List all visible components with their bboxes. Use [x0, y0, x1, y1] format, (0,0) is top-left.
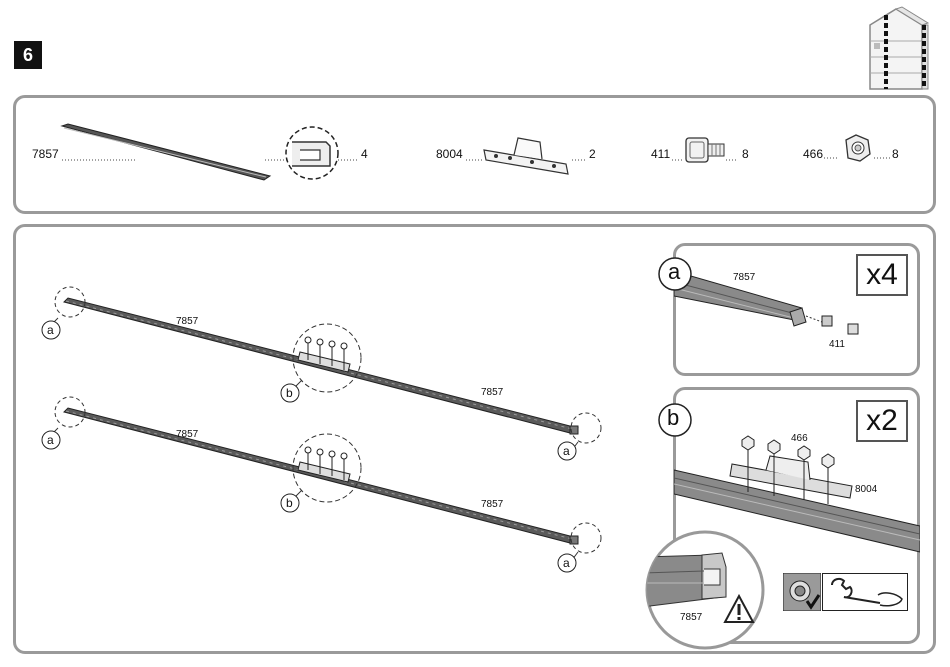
detail-b-nut-code: 466	[791, 434, 808, 444]
detail-a-letter: a	[668, 259, 680, 285]
rail-upper-left-label: 7857	[176, 317, 198, 327]
callout-a: a	[47, 323, 54, 337]
callout-b: b	[286, 496, 293, 510]
detail-b-plate-code: 8004	[855, 485, 877, 495]
rail-lower-right-label: 7857	[481, 500, 503, 510]
rail-end-inset	[642, 527, 768, 653]
part-plate-qty: 2	[589, 148, 596, 160]
callout-a: a	[563, 444, 570, 458]
detail-b-multiplier: x2	[856, 400, 908, 442]
nut-icon	[824, 132, 892, 174]
callout-a: a	[47, 433, 54, 447]
bolt-icon	[672, 134, 740, 174]
detail-a-multiplier: x4	[856, 254, 908, 296]
callout-b: b	[286, 386, 293, 400]
part-rail-qty: 4	[361, 148, 368, 160]
inset-rail-code: 7857	[680, 613, 702, 623]
part-bolt-qty: 8	[742, 148, 749, 160]
rail-lower-left-label: 7857	[176, 430, 198, 440]
house-thumbnail-icon	[866, 5, 936, 93]
detail-a-drawing	[674, 268, 874, 348]
detail-a-rail-code: 7857	[733, 273, 755, 283]
step-number: 6	[14, 41, 42, 69]
part-plate-code: 8004	[436, 148, 463, 160]
part-rail-drawing	[30, 120, 360, 190]
part-nut-code: 466	[803, 148, 823, 160]
detail-a-bolt-code: 411	[829, 340, 845, 350]
rail-upper-right-label: 7857	[481, 388, 503, 398]
nut-check-icon	[783, 573, 821, 611]
wrench-hand-icon	[822, 573, 908, 611]
rail-assembly-drawing	[30, 280, 620, 580]
part-nut-qty: 8	[892, 148, 899, 160]
callout-a: a	[563, 556, 570, 570]
part-plate-drawing	[466, 130, 588, 180]
detail-b-letter: b	[667, 405, 679, 431]
warning-icon	[723, 594, 755, 624]
part-bolt-code: 411	[651, 148, 670, 160]
